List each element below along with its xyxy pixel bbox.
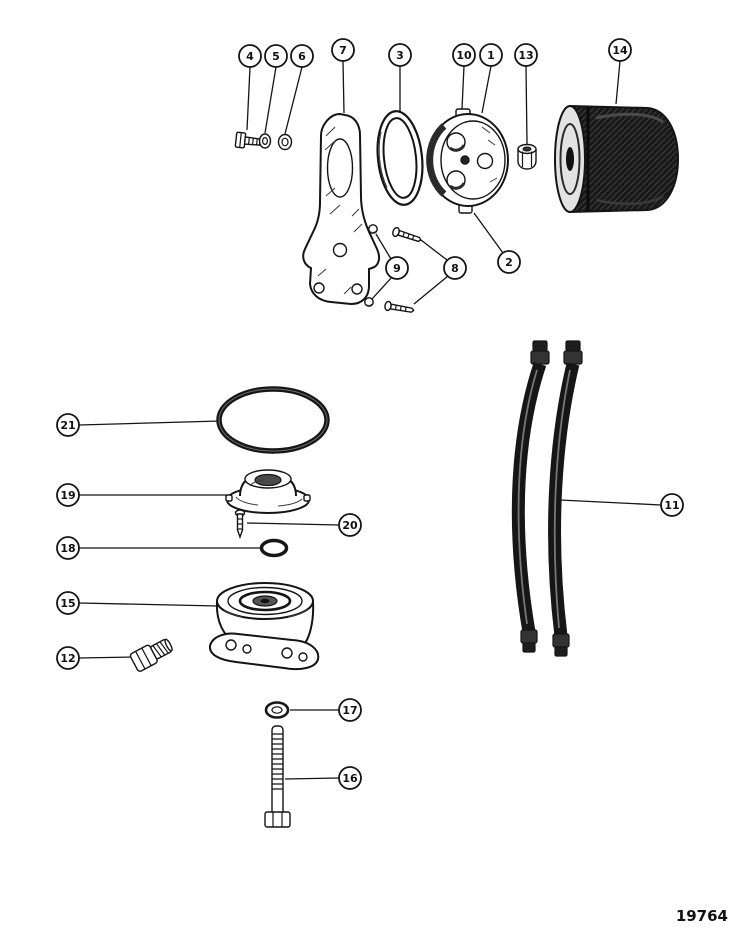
part-cover-19 [225,469,311,514]
leader-line-12 [78,656,136,659]
callout-7: 7 [331,38,355,62]
part-adapter-housing-1 [426,108,509,214]
callout-label-21: 21 [60,419,75,432]
callout-15: 15 [56,591,80,615]
leader-line-5 [264,66,277,134]
callout-21: 21 [56,413,80,437]
callout-label-7: 7 [339,44,347,57]
callout-label-2: 2 [505,256,513,269]
leader-line-13 [525,65,528,145]
callout-label-18: 18 [60,542,75,555]
part-ball-9a [368,224,378,234]
leader-line-15 [78,602,219,607]
leader-line-9a [375,233,392,260]
part-screw-8a [392,226,422,243]
leader-line-7 [342,60,345,114]
callout-label-14: 14 [612,44,628,57]
part-oil-filter-14 [554,104,680,214]
part-fitting-12 [129,638,173,672]
part-gasket-3 [376,110,424,206]
part-adapter-base-15 [208,582,320,671]
callout-label-4: 4 [246,50,254,63]
leader-line-20 [246,522,340,526]
callout-label-13: 13 [518,49,533,62]
callout-label-9: 9 [393,262,401,275]
leader-line-8b [413,275,449,305]
callout-6: 6 [290,44,314,68]
callouts: 4 5 6 7 3 10 1 13 [56,38,684,790]
callout-11: 11 [660,493,684,517]
leader-line-10 [461,65,465,110]
leader-line-21 [78,420,221,426]
callout-20: 20 [338,513,362,537]
part-washer-6 [277,133,293,151]
callout-12: 12 [56,646,80,670]
callout-label-17: 17 [342,704,357,717]
leader-line-2 [473,212,504,254]
callout-18: 18 [56,536,80,560]
callout-19: 19 [56,483,80,507]
callout-2: 2 [497,250,521,274]
leader-lines [78,60,662,780]
callout-label-20: 20 [342,519,358,532]
callout-14: 14 [608,38,632,62]
leader-line-14 [615,60,621,105]
callout-3: 3 [388,43,412,67]
callout-label-15: 15 [60,597,75,610]
callout-1: 1 [479,43,503,67]
callout-8: 8 [443,256,467,280]
drawing-part-number: 19764 [676,907,728,925]
callout-label-11: 11 [664,499,679,512]
callout-4: 4 [238,44,262,68]
callout-label-6: 6 [298,50,306,63]
part-washer-5 [258,133,272,149]
callout-13: 13 [514,43,538,67]
callout-label-1: 1 [487,49,495,62]
leader-line-9b [371,276,393,300]
part-bracket-7 [302,112,381,306]
callout-label-3: 3 [396,49,404,62]
callout-17: 17 [338,698,362,722]
callout-10: 10 [452,43,476,67]
part-hoses-11 [511,340,583,657]
callout-label-5: 5 [272,50,280,63]
callout-label-19: 19 [60,489,75,502]
callout-label-12: 12 [60,652,75,665]
callout-label-8: 8 [451,262,459,275]
callout-5: 5 [264,44,288,68]
part-oring-18 [259,538,289,558]
part-screw-20 [234,509,246,540]
part-screw-8b [384,300,415,313]
part-bolt-4 [234,131,261,149]
leader-line-4 [246,66,251,131]
hose-a [511,340,550,653]
leader-line-16 [284,777,340,780]
callout-9: 9 [385,256,409,280]
part-bolt-16 [264,725,291,828]
callout-label-16: 16 [342,772,358,785]
hose-b [548,340,583,657]
leader-line-1 [481,65,492,114]
leader-line-6 [284,66,303,135]
part-oring-21 [216,386,330,454]
callout-16: 16 [338,766,362,790]
part-ball-9b [364,297,374,307]
callout-label-10: 10 [456,49,472,62]
part-fitting-13 [517,143,537,170]
leader-line-8a [420,239,448,261]
leader-line-11 [559,499,662,506]
part-washer-17 [264,701,290,719]
